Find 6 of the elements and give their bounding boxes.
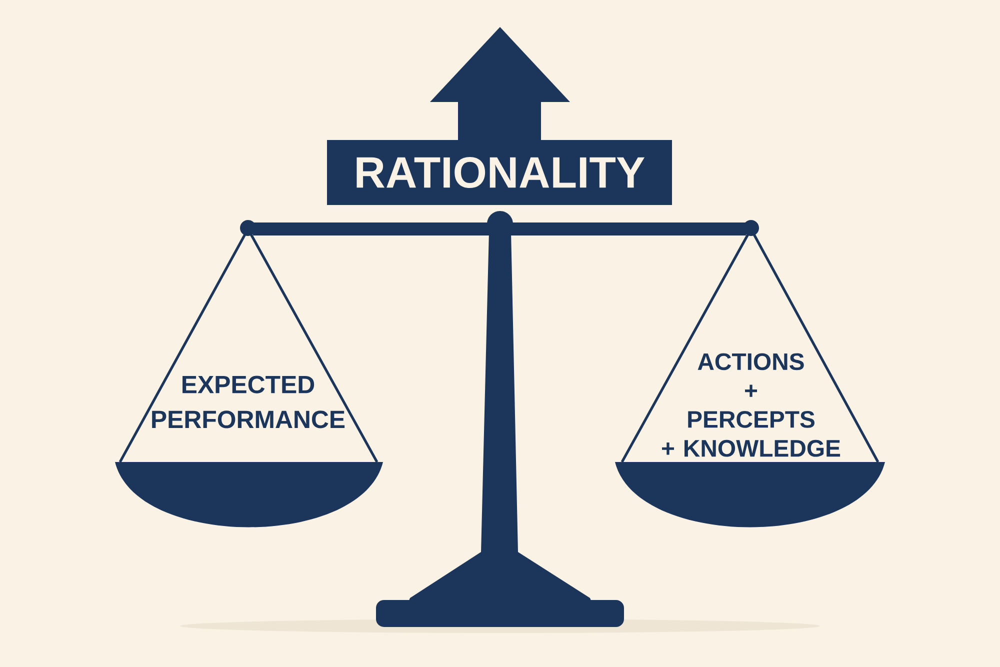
- node-label: ACTIONS + PERCEPTS + KNOWLEDGE: [662, 353, 840, 457]
- node-label: EXPECTED PERFORMANCE: [152, 376, 345, 428]
- banner-box: RATIONALITY: [327, 140, 672, 205]
- balance-scale: [253, 211, 746, 627]
- scale-pan: ACTIONS + PERCEPTS + KNOWLEDGE: [615, 220, 885, 528]
- scale-pan: EXPECTED PERFORMANCE: [115, 220, 383, 528]
